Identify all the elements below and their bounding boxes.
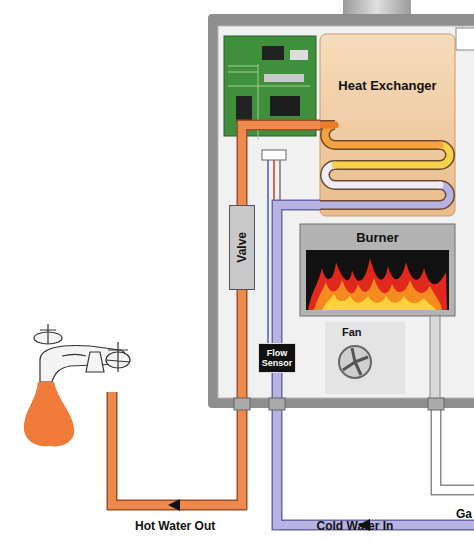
hot-pipe	[112, 290, 242, 505]
cold-pipe	[277, 373, 474, 525]
gas-line	[430, 316, 440, 400]
pipe-fitting	[428, 398, 444, 410]
faucet	[34, 324, 130, 382]
pipe-fill	[277, 205, 320, 343]
fan-blade	[343, 348, 368, 375]
flow-sensor-box: Flow Sensor	[258, 343, 296, 373]
flames	[308, 258, 447, 310]
corner-tag	[456, 28, 474, 50]
pipe-fill	[242, 125, 320, 205]
node-text: Burner	[300, 230, 455, 245]
burner-box: Burner	[300, 224, 455, 316]
burner-chamber	[306, 250, 449, 310]
hot-pipe	[112, 290, 242, 505]
heat-exchanger-box: Heat Exchanger	[320, 34, 455, 216]
connector-block	[262, 150, 286, 160]
pipe-fitting	[269, 398, 285, 410]
node-text: Flow Sensor	[259, 348, 295, 368]
burner-housing	[300, 224, 455, 316]
pipe-label: Hot Water Out	[135, 519, 215, 533]
heat-exchanger-body	[320, 34, 455, 216]
fan-housing	[325, 322, 405, 394]
heat-exchanger-coil	[320, 125, 450, 205]
gas-pipe	[436, 400, 474, 490]
cold-pipe	[277, 373, 474, 525]
pipe-outline	[242, 125, 320, 205]
valve-box: Valve	[229, 205, 255, 290]
pipe-label: Ga	[456, 507, 472, 521]
node-text: Valve	[235, 232, 249, 263]
fan-symbol	[339, 346, 371, 378]
circuit-board	[224, 36, 316, 140]
water-stream	[24, 382, 74, 446]
pipe-connector	[277, 205, 320, 343]
pipe-connector	[242, 125, 320, 205]
gas-pipe	[436, 400, 474, 490]
flow-arrow	[168, 499, 180, 511]
cabinet-frame	[208, 14, 474, 408]
pipe-outline	[277, 205, 320, 343]
node-text: Heat Exchanger	[320, 78, 455, 93]
sensor-wire	[273, 160, 275, 343]
sensor-wire	[279, 160, 281, 343]
sensor-wire	[267, 160, 269, 343]
pipe-fitting	[234, 398, 250, 410]
pipe-label: Cold Water In	[317, 519, 394, 533]
part-label: Fan	[342, 326, 362, 338]
